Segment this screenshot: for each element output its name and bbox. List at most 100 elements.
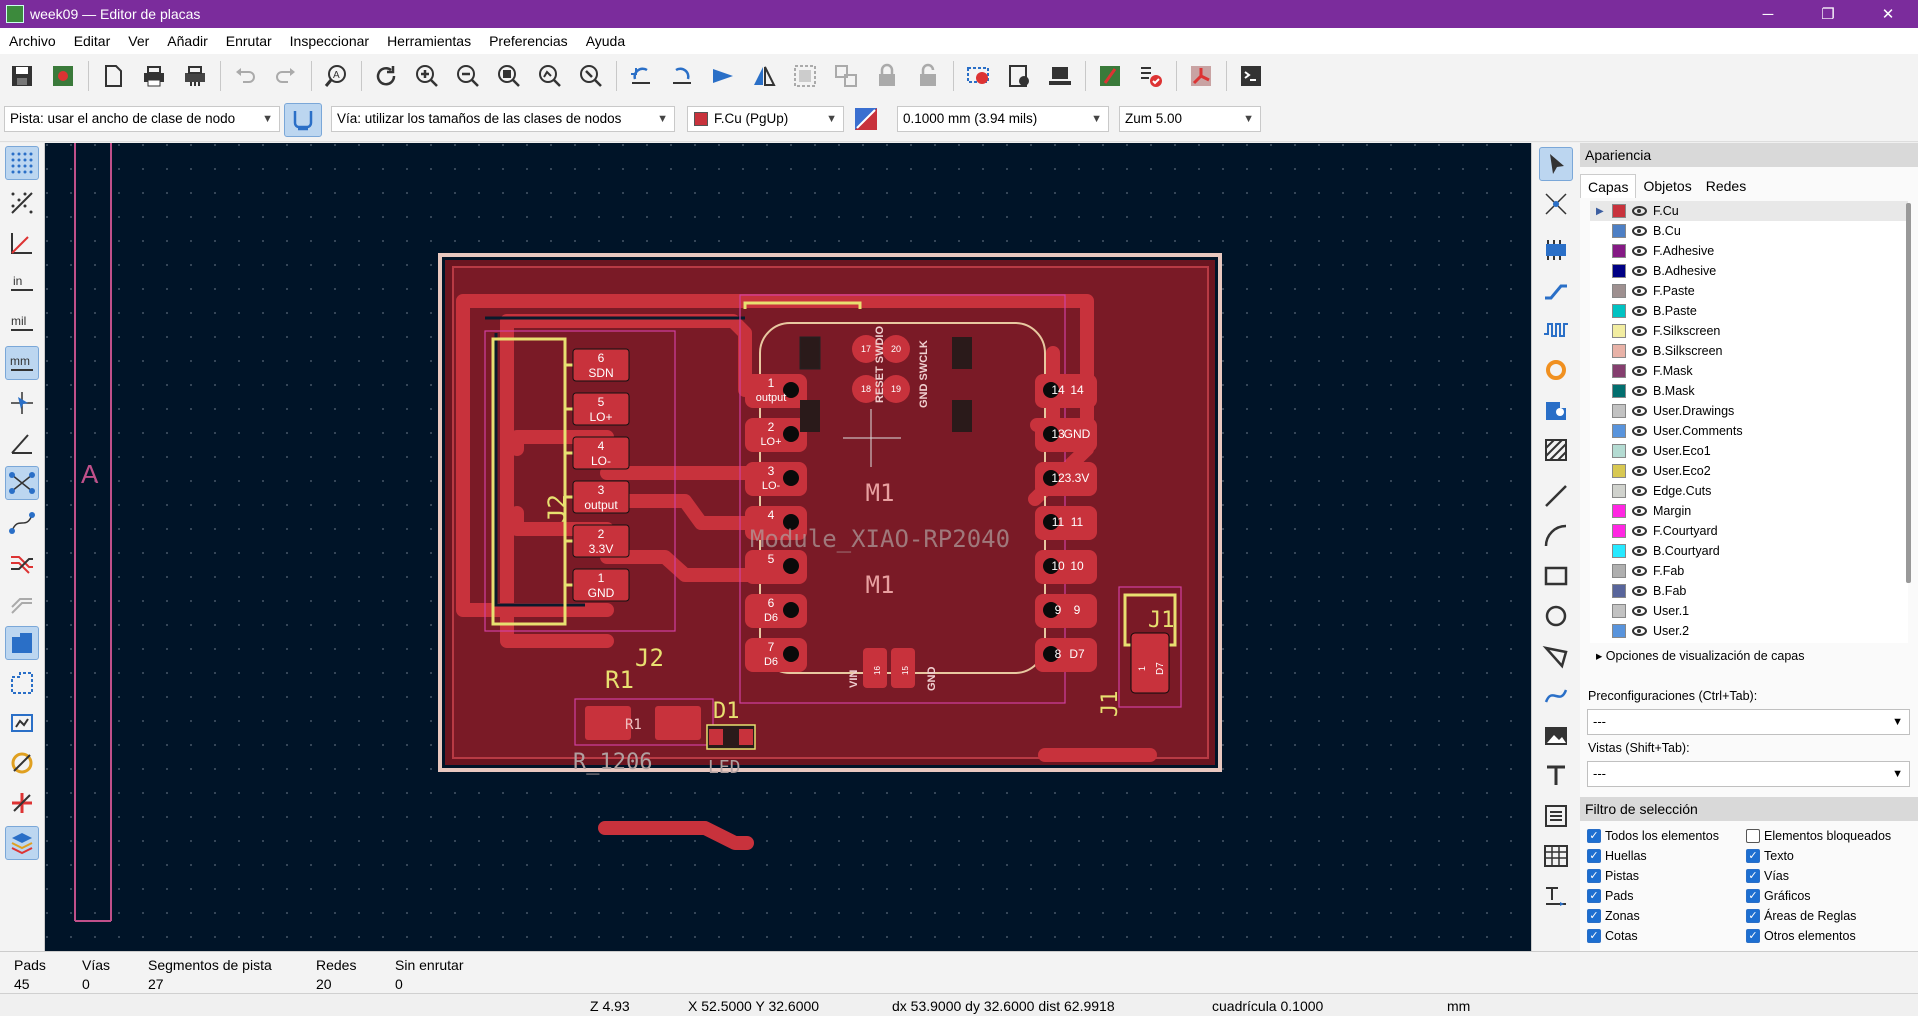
checkbox[interactable]	[1746, 829, 1760, 843]
update-pcb-button[interactable]	[962, 60, 994, 92]
visibility-eye-icon[interactable]	[1632, 546, 1647, 556]
cursor-shape-button[interactable]	[5, 386, 39, 420]
layer-row-f-courtyard[interactable]: F.Courtyard	[1590, 521, 1908, 541]
menu-enrutar[interactable]: Enrutar	[225, 33, 272, 49]
layer-color-swatch[interactable]	[1612, 384, 1626, 398]
checkbox[interactable]: ✓	[1746, 929, 1760, 943]
track-width-select[interactable]: Pista: usar el ancho de clase de nodo▼	[4, 106, 280, 132]
checkbox[interactable]: ✓	[1587, 889, 1601, 903]
menu-ayuda[interactable]: Ayuda	[585, 33, 626, 49]
filter-item[interactable]: ✓Pads	[1587, 889, 1634, 903]
draw-circle-tool[interactable]	[1539, 599, 1573, 633]
layer-row-b-adhesive[interactable]: B.Adhesive	[1590, 261, 1908, 281]
add-image-tool[interactable]	[1539, 719, 1573, 753]
add-zone-tool[interactable]	[1539, 393, 1573, 427]
tune-length-tool[interactable]	[1539, 313, 1573, 347]
curved-ratsnest-button[interactable]	[5, 506, 39, 540]
layer-color-swatch[interactable]	[1612, 264, 1626, 278]
draw-line-tool[interactable]	[1539, 479, 1573, 513]
visibility-eye-icon[interactable]	[1632, 566, 1647, 576]
drc-button[interactable]	[1135, 60, 1167, 92]
filter-item[interactable]: ✓Áreas de Reglas	[1746, 909, 1856, 923]
grid-overrides-button[interactable]	[5, 186, 39, 220]
layer-row-b-mask[interactable]: B.Mask	[1590, 381, 1908, 401]
add-dimension-tool[interactable]	[1539, 879, 1573, 913]
layer-pair-button[interactable]	[850, 104, 882, 134]
views-select[interactable]: ---▼	[1587, 761, 1910, 787]
layer-row-user-eco1[interactable]: User.Eco1	[1590, 441, 1908, 461]
layer-color-swatch[interactable]	[1612, 524, 1626, 538]
layer-color-swatch[interactable]	[1612, 364, 1626, 378]
zoom-out-button[interactable]	[452, 60, 484, 92]
layer-color-swatch[interactable]	[1612, 484, 1626, 498]
add-table-tool[interactable]	[1539, 839, 1573, 873]
draw-arc-tool[interactable]	[1539, 519, 1573, 553]
via-fill-button[interactable]	[5, 746, 39, 780]
close-button[interactable]: ✕	[1881, 6, 1895, 23]
filter-item[interactable]: ✓Vías	[1746, 869, 1789, 883]
rotate-ccw-button[interactable]	[625, 60, 657, 92]
filter-item[interactable]: ✓Texto	[1746, 849, 1794, 863]
zoom-fit-button[interactable]	[493, 60, 525, 92]
add-footprint-tool[interactable]	[1539, 233, 1573, 267]
menu-archivo[interactable]: Archivo	[9, 33, 56, 49]
layer-color-swatch[interactable]	[1612, 444, 1626, 458]
net-highlight-button[interactable]	[5, 546, 39, 580]
layer-row-b-cu[interactable]: B.Cu	[1590, 221, 1908, 241]
draw-rectangle-tool[interactable]	[1539, 559, 1573, 593]
checkbox[interactable]: ✓	[1746, 849, 1760, 863]
unlock-button[interactable]	[912, 60, 944, 92]
visibility-eye-icon[interactable]	[1632, 226, 1647, 236]
filter-item[interactable]: Elementos bloqueados	[1746, 829, 1891, 843]
route-track-tool[interactable]	[1539, 273, 1573, 307]
console-button[interactable]	[1235, 60, 1267, 92]
track-mode-toggle[interactable]	[284, 103, 322, 137]
units-inches-button[interactable]: in	[5, 266, 39, 300]
draw-polygon-tool[interactable]	[1539, 639, 1573, 673]
filter-item[interactable]: ✓Cotas	[1587, 929, 1638, 943]
filter-item[interactable]: ✓Pistas	[1587, 869, 1639, 883]
filter-item[interactable]: ✓Zonas	[1587, 909, 1640, 923]
presets-select[interactable]: ---▼	[1587, 709, 1910, 735]
visibility-eye-icon[interactable]	[1632, 346, 1647, 356]
footprint-editor-button[interactable]	[1003, 60, 1035, 92]
visibility-eye-icon[interactable]	[1632, 366, 1647, 376]
layer-select[interactable]: F.Cu (PgUp)▼	[687, 106, 844, 132]
rotate-cw-button[interactable]	[666, 60, 698, 92]
group-button[interactable]	[789, 60, 821, 92]
menu-preferencias[interactable]: Preferencias	[489, 33, 568, 49]
find-button[interactable]: A	[320, 60, 352, 92]
checkbox[interactable]: ✓	[1587, 829, 1601, 843]
layer-row-f-cu[interactable]: ▶F.Cu	[1590, 201, 1908, 221]
layer-row-edge-cuts[interactable]: Edge.Cuts	[1590, 481, 1908, 501]
layer-row-user-drawings[interactable]: User.Drawings	[1590, 401, 1908, 421]
layer-display-options[interactable]: ▸ Opciones de visualización de capas	[1596, 649, 1805, 663]
rule-area-tool[interactable]	[1539, 433, 1573, 467]
layer-color-swatch[interactable]	[1612, 404, 1626, 418]
zoom-objects-button[interactable]	[534, 60, 566, 92]
refresh-button[interactable]	[370, 60, 402, 92]
zoom-selection-button[interactable]	[575, 60, 607, 92]
units-mm-button[interactable]: mm	[5, 346, 39, 380]
visibility-eye-icon[interactable]	[1632, 426, 1647, 436]
maximize-button[interactable]: ❐	[1821, 6, 1835, 23]
layer-row-b-fab[interactable]: B.Fab	[1590, 581, 1908, 601]
layer-row-f-silkscreen[interactable]: F.Silkscreen	[1590, 321, 1908, 341]
layer-row-user-1[interactable]: User.1	[1590, 601, 1908, 621]
layer-row-f-mask[interactable]: F.Mask	[1590, 361, 1908, 381]
minimize-button[interactable]: ─	[1762, 5, 1774, 23]
menu-anadir[interactable]: Añadir	[167, 33, 208, 49]
layer-color-swatch[interactable]	[1612, 224, 1626, 238]
layer-color-swatch[interactable]	[1612, 424, 1626, 438]
checkbox[interactable]: ✓	[1587, 909, 1601, 923]
layer-color-swatch[interactable]	[1612, 244, 1626, 258]
3d-viewer-button[interactable]	[1044, 60, 1076, 92]
angle-snap-button[interactable]	[5, 426, 39, 460]
visibility-eye-icon[interactable]	[1632, 626, 1647, 636]
plot-button[interactable]	[179, 60, 211, 92]
layer-row-f-paste[interactable]: F.Paste	[1590, 281, 1908, 301]
visibility-eye-icon[interactable]	[1632, 386, 1647, 396]
track-fill-button[interactable]	[5, 786, 39, 820]
grid-select[interactable]: 0.1000 mm (3.94 mils)▼	[897, 106, 1109, 132]
filter-item[interactable]: ✓Todos los elementos	[1587, 829, 1719, 843]
